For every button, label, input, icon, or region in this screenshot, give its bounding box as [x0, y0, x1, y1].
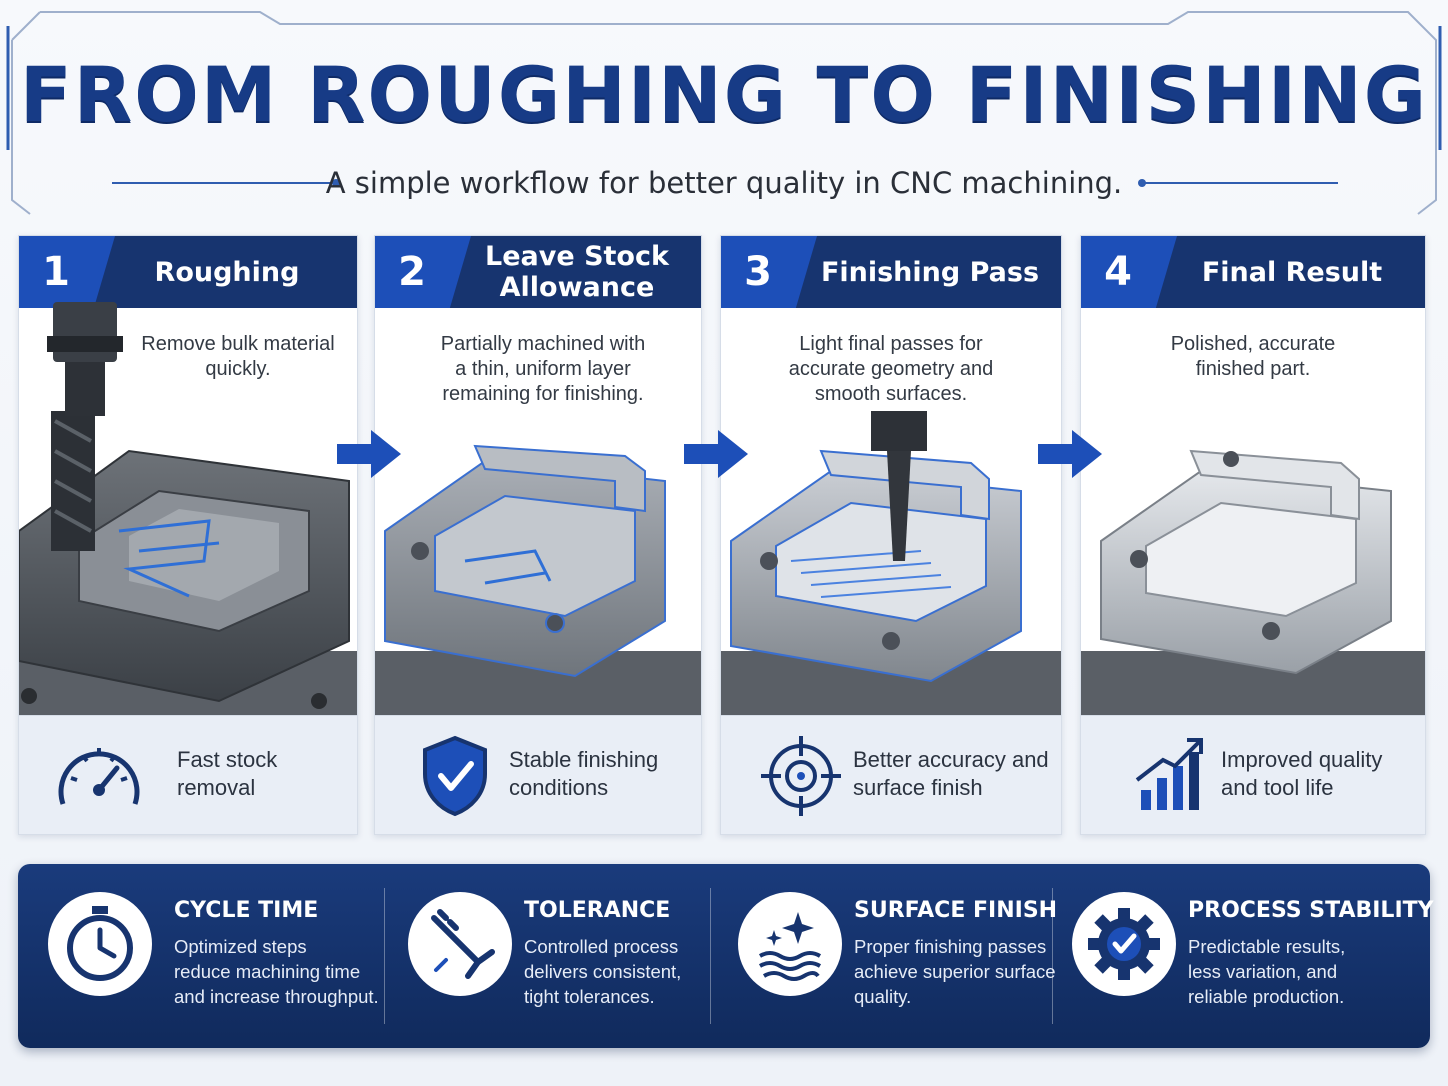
- step-description: Polished, accurate finished part.: [1170, 333, 1336, 380]
- step-benefit-panel: Better accuracy and surface finish: [721, 715, 1061, 834]
- metric-description: Predictable results, less variation, and…: [1188, 936, 1346, 1007]
- step-benefit: Improved quality and tool life: [1221, 747, 1383, 800]
- step-benefit: Stable finishing conditions: [509, 747, 659, 800]
- step-title: Roughing: [154, 256, 300, 288]
- metric-title: SURFACE FINISH: [854, 898, 1058, 923]
- step-header: 1 Roughing: [19, 236, 357, 308]
- page-subtitle: A simple workflow for better quality in …: [325, 166, 1123, 200]
- arrow-right-icon: [337, 430, 401, 478]
- metric-cycle-time: CYCLE TIME Optimized steps reduce machin…: [18, 864, 384, 1048]
- step-title: Final Result: [1201, 256, 1383, 288]
- step-number: 2: [375, 236, 471, 308]
- step-benefit-panel: Fast stock removal: [19, 715, 357, 834]
- metric-process-stability: PROCESS STABILITY Predictable results, l…: [1042, 864, 1434, 1048]
- arrow-right-icon: [684, 430, 748, 478]
- sparkle-waves-icon: [738, 892, 842, 996]
- step-card-finishing-pass: 3 Finishing Pass Light final passes for …: [720, 235, 1062, 835]
- step-header: 3 Finishing Pass: [721, 236, 1061, 308]
- metric-description: Optimized steps reduce machining time an…: [174, 936, 379, 1007]
- metric-divider: [1052, 888, 1053, 1024]
- metric-divider: [384, 888, 385, 1024]
- step-card-roughing: 1 Roughing Remove bulk material quickly.…: [18, 235, 358, 835]
- step-benefit-panel: Stable finishing conditions: [375, 715, 701, 834]
- metric-surface-finish: SURFACE FINISH Proper finishing passes a…: [708, 864, 1057, 1048]
- step-number: 4: [1081, 236, 1177, 308]
- step-card-final-result: 4 Final Result Polished, accurate finish…: [1080, 235, 1426, 835]
- step-header: 2 Leave Stock Allowance: [375, 236, 701, 308]
- arrow-right-icon: [1038, 430, 1102, 478]
- step-description: Light final passes for accurate geometry…: [788, 333, 994, 405]
- metric-tolerance: TOLERANCE Controlled process delivers co…: [378, 864, 708, 1048]
- step-number: 3: [721, 236, 817, 308]
- step-title: Leave Stock Allowance: [485, 241, 669, 303]
- benefits-panel: CYCLE TIME Optimized steps reduce machin…: [18, 864, 1434, 1048]
- page-title: FROM ROUGHING TO FINISHING: [19, 50, 1429, 139]
- rough-block-illustration: [19, 411, 357, 716]
- header-frame: [6, 11, 1442, 215]
- finishing-block-illustration: [721, 411, 1061, 716]
- step-title: Finishing Pass: [820, 256, 1040, 288]
- step-description: Partially machined with a thin, uniform …: [440, 333, 646, 405]
- shield-check-icon: [423, 735, 487, 817]
- step-benefit-panel: Improved quality and tool life: [1081, 715, 1425, 834]
- gear-check-icon: [1072, 892, 1176, 996]
- stopwatch-icon: [48, 892, 152, 996]
- step-header: 4 Final Result: [1081, 236, 1425, 308]
- metric-title: TOLERANCE: [524, 898, 671, 923]
- step-benefit: Better accuracy and surface finish: [853, 747, 1049, 800]
- metric-description: Controlled process delivers consistent, …: [524, 936, 682, 1007]
- step-benefit: Fast stock removal: [177, 747, 278, 800]
- step-description: Remove bulk material quickly.: [141, 333, 335, 380]
- bar-chart-up-icon: [1135, 738, 1203, 810]
- speedometer-icon: [58, 748, 140, 805]
- target-icon: [761, 736, 841, 816]
- semi-finished-block-illustration: [375, 444, 701, 716]
- step-card-stock-allowance: 2 Leave Stock Allowance Partially machin…: [374, 235, 702, 835]
- spindle-holder-illustration: [47, 302, 123, 416]
- caliper-icon: [408, 892, 512, 996]
- metric-description: Proper finishing passes achieve superior…: [854, 936, 1056, 1007]
- metric-title: PROCESS STABILITY: [1188, 898, 1434, 923]
- finished-part-illustration: [1081, 449, 1425, 716]
- metric-title: CYCLE TIME: [174, 898, 319, 923]
- metric-divider: [710, 888, 711, 1024]
